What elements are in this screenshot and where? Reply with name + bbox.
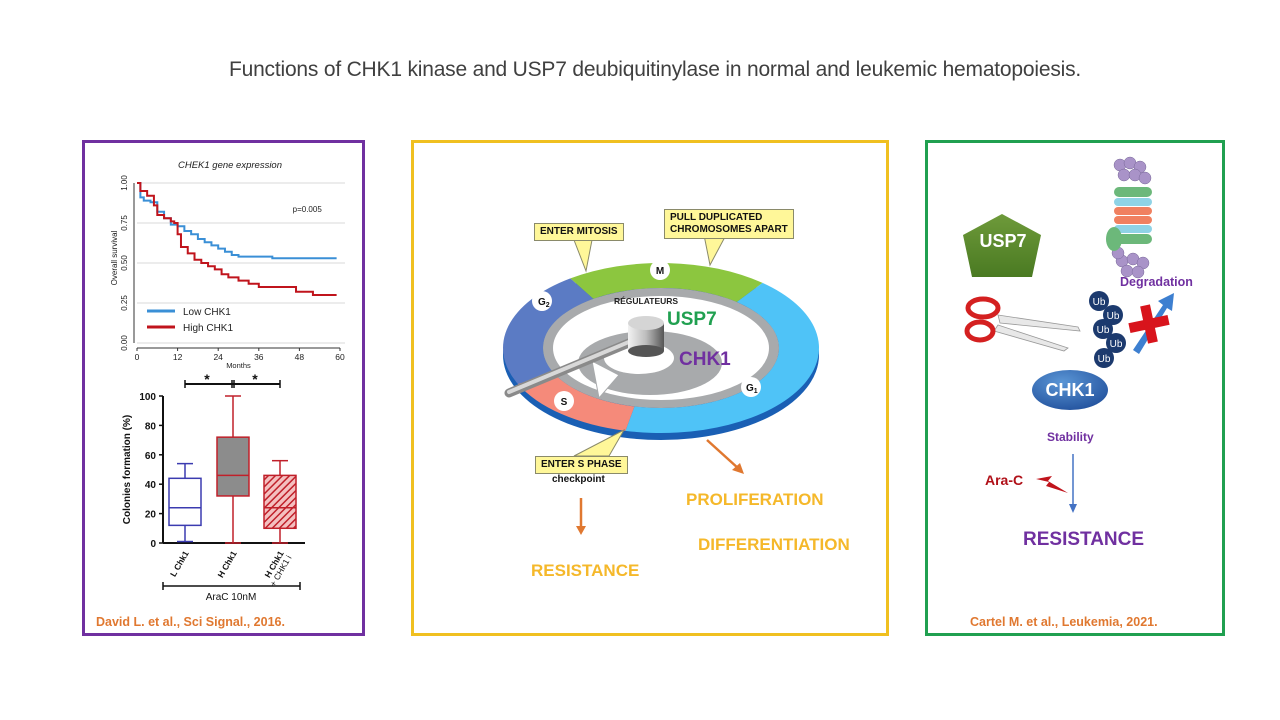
differentiation-label: DIFFERENTIATION xyxy=(698,535,850,554)
scissors-icon xyxy=(964,296,1081,352)
km-xtick-label: 0 xyxy=(135,352,140,362)
box-ytick-label: 100 xyxy=(139,392,156,403)
svg-text:S: S xyxy=(561,397,568,408)
cycle-arrow-icon xyxy=(591,360,620,400)
phase-s-badge: S xyxy=(554,391,574,411)
km-legend-label: Low CHK1 xyxy=(183,307,231,318)
box-iqr xyxy=(168,477,202,527)
ubiquitin-label: Ub xyxy=(1107,311,1120,322)
svg-text:G1: G1 xyxy=(746,383,758,395)
checkpoint-label: checkpoint xyxy=(552,474,605,485)
degradation-label: Degradation xyxy=(1120,275,1193,289)
usp7-label: USP7 xyxy=(667,309,717,330)
km-title: CHEK1 gene expression xyxy=(178,160,282,171)
box-category-label: L Chk1 xyxy=(168,549,191,579)
svg-text:G2: G2 xyxy=(538,297,550,309)
phase-m-badge: M xyxy=(650,260,670,280)
box-ytick-label: 60 xyxy=(145,451,157,462)
box-ytick-label: 20 xyxy=(145,510,157,521)
panel-left-charts: CHEK1 gene expression 0.00 0.25 0.50 0.75 1.… xyxy=(82,140,365,636)
ubiquitin-ball xyxy=(1094,348,1114,368)
box-ytick-label: 0 xyxy=(150,539,156,550)
km-ytick-label: 0.00 xyxy=(120,335,129,351)
km-legend-label: High CHK1 xyxy=(183,323,233,334)
ubiquitin-label: Ub xyxy=(1093,297,1106,308)
cell-cycle-diagram: G2 M G1 S xyxy=(503,234,819,535)
citation-left: David L. et al., Sci Signal., 2016. xyxy=(96,615,285,629)
km-series-line-low xyxy=(137,182,337,260)
phase-g1-segment xyxy=(625,282,819,433)
phase-m-segment xyxy=(570,263,763,303)
km-ytick-label: 1.00 xyxy=(120,175,129,191)
svg-text:M: M xyxy=(656,266,664,277)
significance-star: * xyxy=(204,371,210,387)
callout-enter-mitosis: ENTER MITOSIS xyxy=(534,223,624,241)
km-series-line-high xyxy=(137,182,337,296)
km-xlabel: Months xyxy=(226,361,251,370)
phase-g2-segment xyxy=(503,278,594,384)
arac-label: Ara-C xyxy=(985,472,1024,488)
callout-enter-s-phase: ENTER S PHASE xyxy=(535,456,628,474)
usp7-pentagon xyxy=(963,214,1041,277)
ubiquitin-label: Ub xyxy=(1098,354,1111,365)
lightning-icon xyxy=(1036,476,1068,493)
chk1-ellipse xyxy=(1032,370,1108,410)
box-iqr xyxy=(263,474,297,530)
ubiquitin-label: Ub xyxy=(1110,339,1123,350)
box-xlabel: AraC 10nM xyxy=(206,592,257,603)
phase-s-segment xyxy=(517,373,635,431)
km-xtick-label: 12 xyxy=(173,352,183,362)
proteasome-icon xyxy=(1106,156,1152,279)
box-ylabel: Colonies formation (%) xyxy=(122,415,133,524)
proliferation-label: PROLIFERATION xyxy=(686,490,824,509)
callout-pull-line1: PULL DUPLICATED xyxy=(670,212,763,223)
box-iqr xyxy=(216,436,250,497)
chk1-ellipse-label: CHK1 xyxy=(1045,380,1095,400)
cell-cycle-ring xyxy=(503,263,819,433)
ubiquitin-label: Ub xyxy=(1097,325,1110,336)
page-title: Functions of CHK1 kinase and USP7 deubiq… xyxy=(228,58,1082,81)
ubiquitin-ball xyxy=(1093,319,1113,339)
km-ytick-label: 0.50 xyxy=(120,255,129,271)
km-ylabel: Overall survival xyxy=(110,230,119,285)
km-pvalue: p=0.005 xyxy=(293,205,323,214)
phase-g2-badge: G2 xyxy=(532,291,552,311)
box-ytick-label: 40 xyxy=(145,480,157,491)
survival-chart: CHEK1 gene expression 0.00 0.25 0.50 0.75 1.… xyxy=(110,160,345,370)
box-category-label: H Chk1+ CHK1 i xyxy=(260,549,294,588)
box-category-label: H Chk1 xyxy=(215,549,238,580)
stability-label: Stability xyxy=(1047,430,1094,444)
km-xtick-label: 36 xyxy=(254,352,264,362)
km-xtick-label: 48 xyxy=(295,352,305,362)
resistance-label-right: RESISTANCE xyxy=(1023,529,1145,550)
km-ytick-label: 0.75 xyxy=(120,215,129,231)
callout-pull-line2: CHROMOSOMES APART xyxy=(670,224,788,235)
km-xtick-label: 60 xyxy=(335,352,345,362)
significance-star: * xyxy=(252,371,258,387)
km-xtick-label: 24 xyxy=(213,352,223,362)
box-ytick-label: 80 xyxy=(145,421,157,432)
ubiquitin-ball xyxy=(1106,333,1126,353)
arrow-to-proliferation xyxy=(706,439,740,470)
callout-pull-chromosomes: PULL DUPLICATED CHROMOSOMES APART xyxy=(664,209,794,239)
usp7-pentagon-label: USP7 xyxy=(979,231,1027,251)
km-ytick-label: 0.25 xyxy=(120,295,129,311)
resistance-label-mid: RESISTANCE xyxy=(531,561,640,580)
regulators-label: RÉGULATEURS xyxy=(614,296,679,306)
panel-cell-cycle: G2 M G1 S ENTER MITOSIS PULL DUPLICATED … xyxy=(411,140,889,636)
ubiquitin-ball xyxy=(1089,291,1109,311)
citation-right: Cartel M. et al., Leukemia, 2021. xyxy=(970,615,1158,629)
phase-g1-badge: G1 xyxy=(741,377,761,397)
blocked-degradation-icon xyxy=(1128,293,1174,354)
chk1-label: CHK1 xyxy=(679,349,731,370)
ubiquitin-ball xyxy=(1103,305,1123,325)
